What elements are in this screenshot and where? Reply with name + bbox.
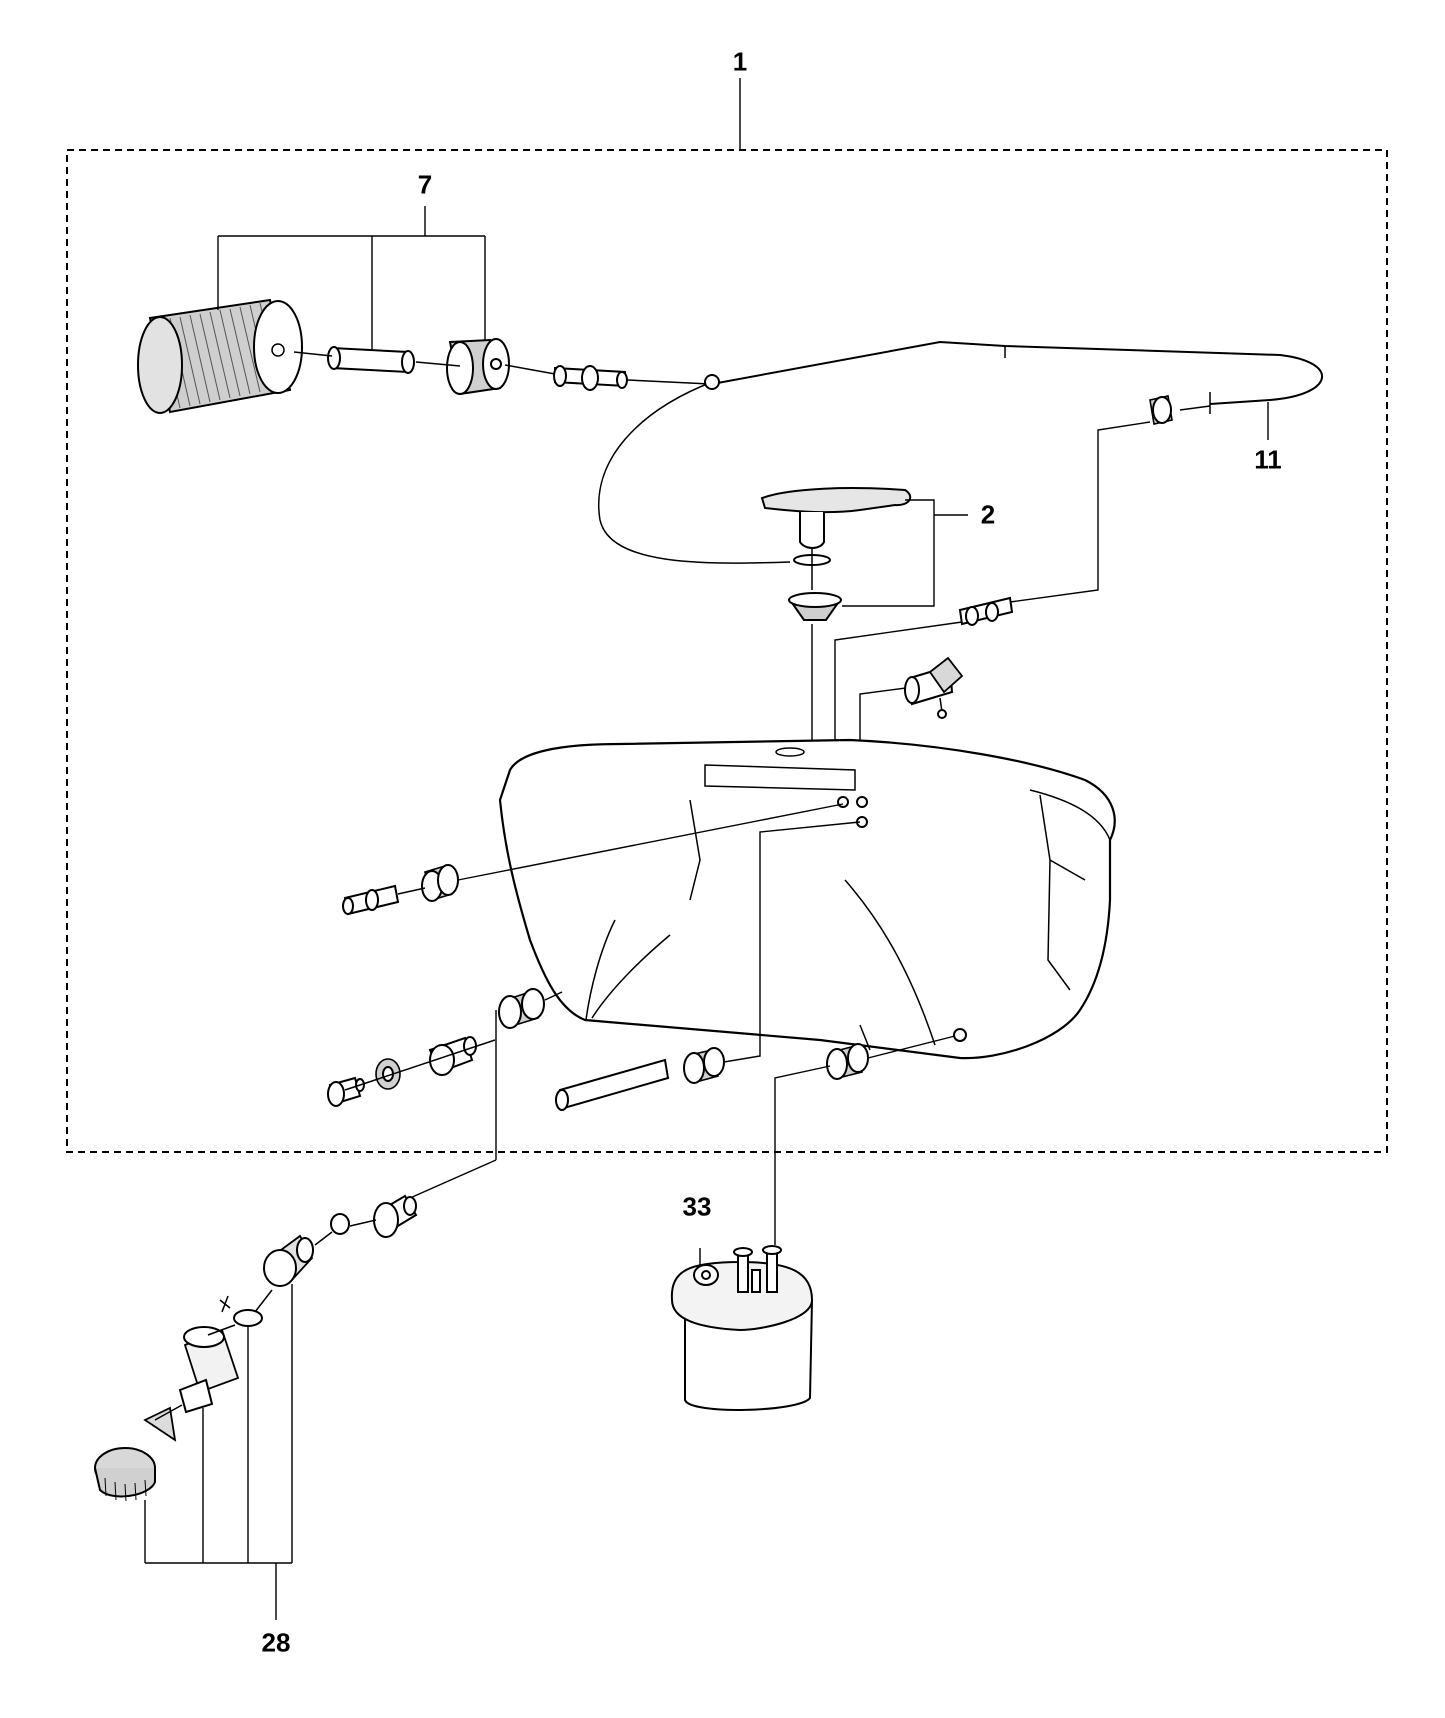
callout-1: 1: [732, 46, 748, 77]
vent-connector: [834, 596, 1014, 750]
fuel-cap: [760, 487, 968, 748]
elbow-valve: [859, 656, 964, 750]
fuel-filter-group: [137, 206, 711, 414]
callout-33: 33: [682, 1191, 712, 1222]
callout-28: 28: [261, 1627, 291, 1658]
fuel-tank: [498, 738, 1116, 1060]
fuel-pickup-filter: [670, 1245, 814, 1411]
assembly-boundary: [66, 149, 1388, 1153]
callout-7: 7: [417, 169, 433, 200]
tank-fitting-lower: [327, 988, 563, 1107]
callout-2: 2: [980, 499, 996, 530]
tank-fitting-upper: [342, 803, 844, 916]
filter-tube: [327, 346, 415, 374]
filler-assembly: [94, 1010, 497, 1620]
filter-connector: [553, 365, 628, 391]
pickup-grommet: [774, 1035, 956, 1245]
fuel-filter: [137, 298, 303, 414]
tank-outlet-tube: [555, 821, 861, 1111]
hose-end-fitting: [1149, 395, 1173, 425]
callout-11: 11: [1254, 444, 1282, 475]
fuel-hose: [598, 340, 1324, 603]
filter-grommet: [446, 338, 510, 396]
